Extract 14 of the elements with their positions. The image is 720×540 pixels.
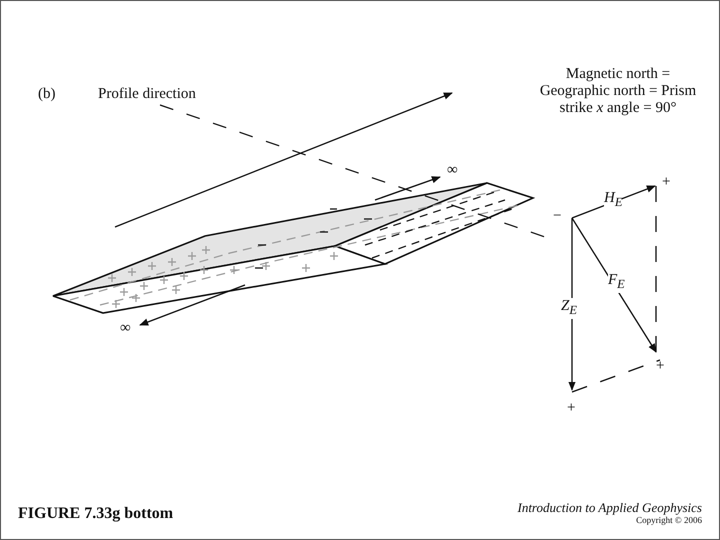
- panel-letter: (b): [38, 86, 56, 103]
- sign-label: +: [656, 358, 664, 375]
- vector-label: F$_{E}$: [608, 272, 625, 293]
- axis-label: Profile direction: [98, 86, 196, 103]
- annotation-text: Magnetic north = Geographic north = Prism strike x angle = 90°: [538, 66, 698, 117]
- book-title: Introduction to Applied Geophysics: [516, 500, 702, 515]
- figure-caption: FIGURE 7.33g bottom: [18, 505, 174, 522]
- sign-label: +: [662, 174, 670, 191]
- infinity-symbol: ∞: [120, 320, 131, 337]
- sign-label: +: [567, 400, 576, 417]
- vector-label: Z$_{E}$: [561, 298, 577, 319]
- copyright-notice: Copyright © 2006: [635, 515, 702, 526]
- infinity-symbol: ∞: [447, 162, 458, 179]
- sign-label: −: [553, 208, 562, 225]
